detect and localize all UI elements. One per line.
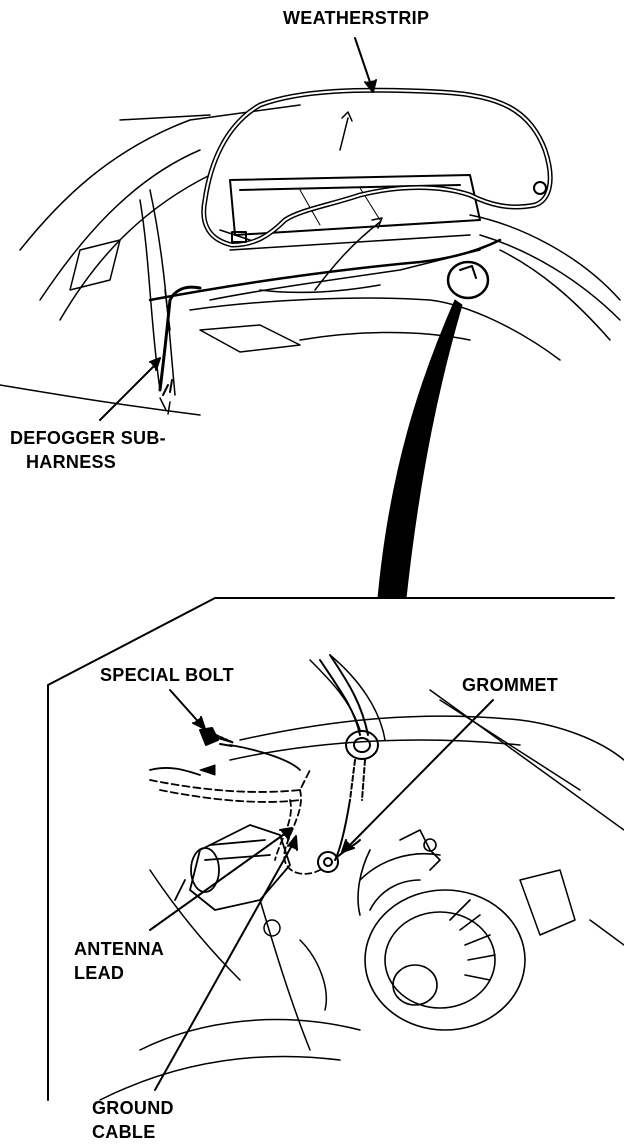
antenna-label-line1: ANTENNA xyxy=(74,939,165,959)
zoom-wedge xyxy=(377,299,463,599)
weatherstrip-seal xyxy=(201,87,553,248)
grommet-hole-top xyxy=(446,260,490,300)
special-bolt-label: SPECIAL BOLT xyxy=(100,665,234,685)
detail-frame xyxy=(47,597,615,1101)
car-body-top xyxy=(0,104,621,416)
ground-label-line1: GROUND xyxy=(92,1098,174,1118)
hatch-motor-block xyxy=(174,824,291,911)
direction-arrow xyxy=(199,764,216,776)
hatch-glass xyxy=(229,174,481,236)
wire-harness-detail xyxy=(149,744,321,875)
defogger-sub-harness xyxy=(158,285,202,415)
motion-arrows xyxy=(314,111,383,291)
ground-label-line2: CABLE xyxy=(92,1122,156,1142)
weatherstrip-label: WEATHERSTRIP xyxy=(283,8,430,28)
antenna-label-line2: LEAD xyxy=(74,963,125,983)
grommet-ring-terminal xyxy=(317,839,361,873)
grommet-label: GROMMET xyxy=(462,675,559,695)
antenna-cable xyxy=(319,654,379,861)
defogger-label-line1: DEFOGGER SUB- xyxy=(10,428,166,448)
defogger-label-line2: HARNESS xyxy=(26,452,117,472)
wiper-motor xyxy=(357,829,526,1031)
leader-lines xyxy=(99,37,494,1091)
special-bolt xyxy=(199,727,235,747)
